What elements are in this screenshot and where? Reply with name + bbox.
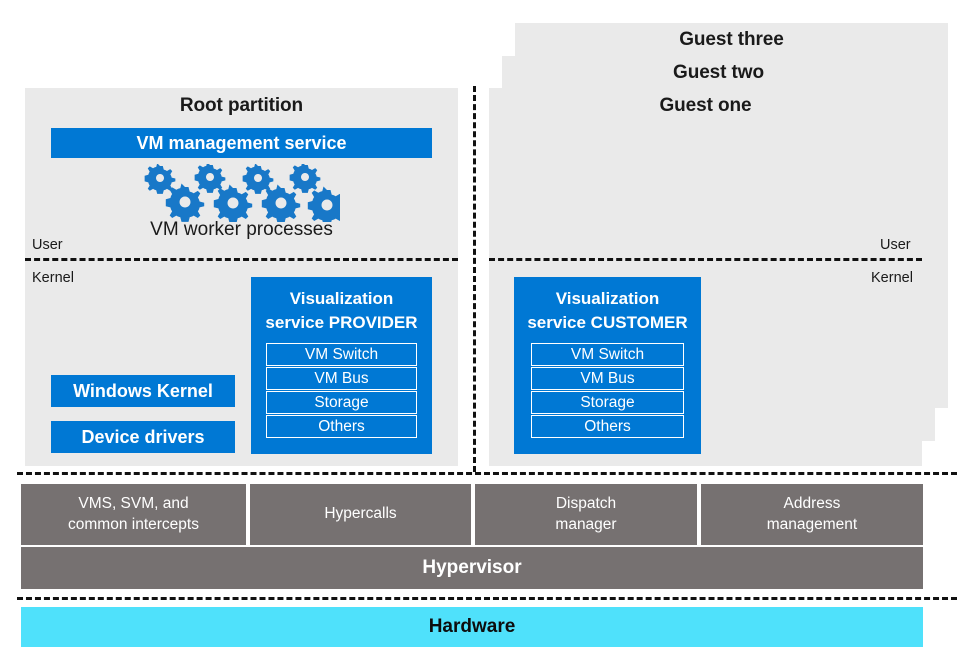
vs-customer-item-vm-switch: VM Switch <box>531 343 684 366</box>
vm-management-service: VM management service <box>51 128 432 158</box>
hardware-top-divider <box>17 597 957 600</box>
vs-provider-title: Visualization service PROVIDER <box>255 287 428 335</box>
vs-customer-item-others: Others <box>531 415 684 438</box>
guest-three-title: Guest three <box>679 29 784 50</box>
root-user-kernel-divider <box>25 258 458 261</box>
virtualization-service-provider: Visualization service PROVIDER VM Switch… <box>251 277 432 454</box>
guest-kernel-label: Kernel <box>871 270 913 286</box>
hardware-band: Hardware <box>21 607 923 647</box>
vs-provider-item-vm-switch: VM Switch <box>266 343 417 366</box>
guest-two-title: Guest two <box>673 62 764 83</box>
vs-provider-title-line2: service PROVIDER <box>265 313 418 333</box>
hypervisor-band: Hypervisor <box>21 547 923 589</box>
hypervisor-cell-dispatch-manager-line2: manager <box>555 515 617 533</box>
vs-customer-title-line1: Visualization <box>555 289 660 308</box>
hypervisor-cell-address-management: Address management <box>701 484 923 545</box>
vs-customer-item-storage: Storage <box>531 391 684 414</box>
vs-customer-title-line2: service CUSTOMER <box>527 313 688 333</box>
hypervisor-top-divider <box>17 472 957 475</box>
hypervisor-cell-address-management-line2: management <box>766 515 858 533</box>
hypervisor-cell-vms-svm: VMS, SVM, and common intercepts <box>21 484 246 545</box>
root-kernel-label: Kernel <box>32 270 74 286</box>
hypervisor-cell-dispatch-manager: Dispatch manager <box>475 484 697 545</box>
hypervisor-cell-hypercalls-line1: Hypercalls <box>324 505 397 523</box>
root-user-label: User <box>32 237 63 253</box>
vs-provider-title-line1: Visualization <box>289 289 394 308</box>
vs-provider-item-others: Others <box>266 415 417 438</box>
guest-user-kernel-divider <box>489 258 922 261</box>
vm-worker-processes-gears <box>144 164 340 222</box>
root-partition-title: Root partition <box>179 95 304 116</box>
hypervisor-cell-vms-svm-line1: VMS, SVM, and <box>78 494 189 512</box>
hypervisor-cell-hypercalls: Hypercalls <box>250 484 471 545</box>
windows-kernel-box: Windows Kernel <box>51 375 235 407</box>
hypervisor-cell-vms-svm-line2: common intercepts <box>68 515 199 533</box>
vs-provider-item-vm-bus: VM Bus <box>266 367 417 390</box>
hypervisor-cell-address-management-line1: Address <box>783 494 841 512</box>
device-drivers-box: Device drivers <box>51 421 235 453</box>
vs-customer-title: Visualization service CUSTOMER <box>518 287 697 335</box>
vs-customer-item-vm-bus: VM Bus <box>531 367 684 390</box>
virtualization-service-customer: Visualization service CUSTOMER VM Switch… <box>514 277 701 454</box>
guest-user-label: User <box>880 237 911 253</box>
partition-divider-vertical <box>473 86 476 472</box>
vs-provider-item-storage: Storage <box>266 391 417 414</box>
vm-worker-processes-caption: VM worker processes <box>150 219 333 240</box>
guest-one-title: Guest one <box>659 95 752 116</box>
hypervisor-cell-dispatch-manager-line1: Dispatch <box>555 494 617 512</box>
